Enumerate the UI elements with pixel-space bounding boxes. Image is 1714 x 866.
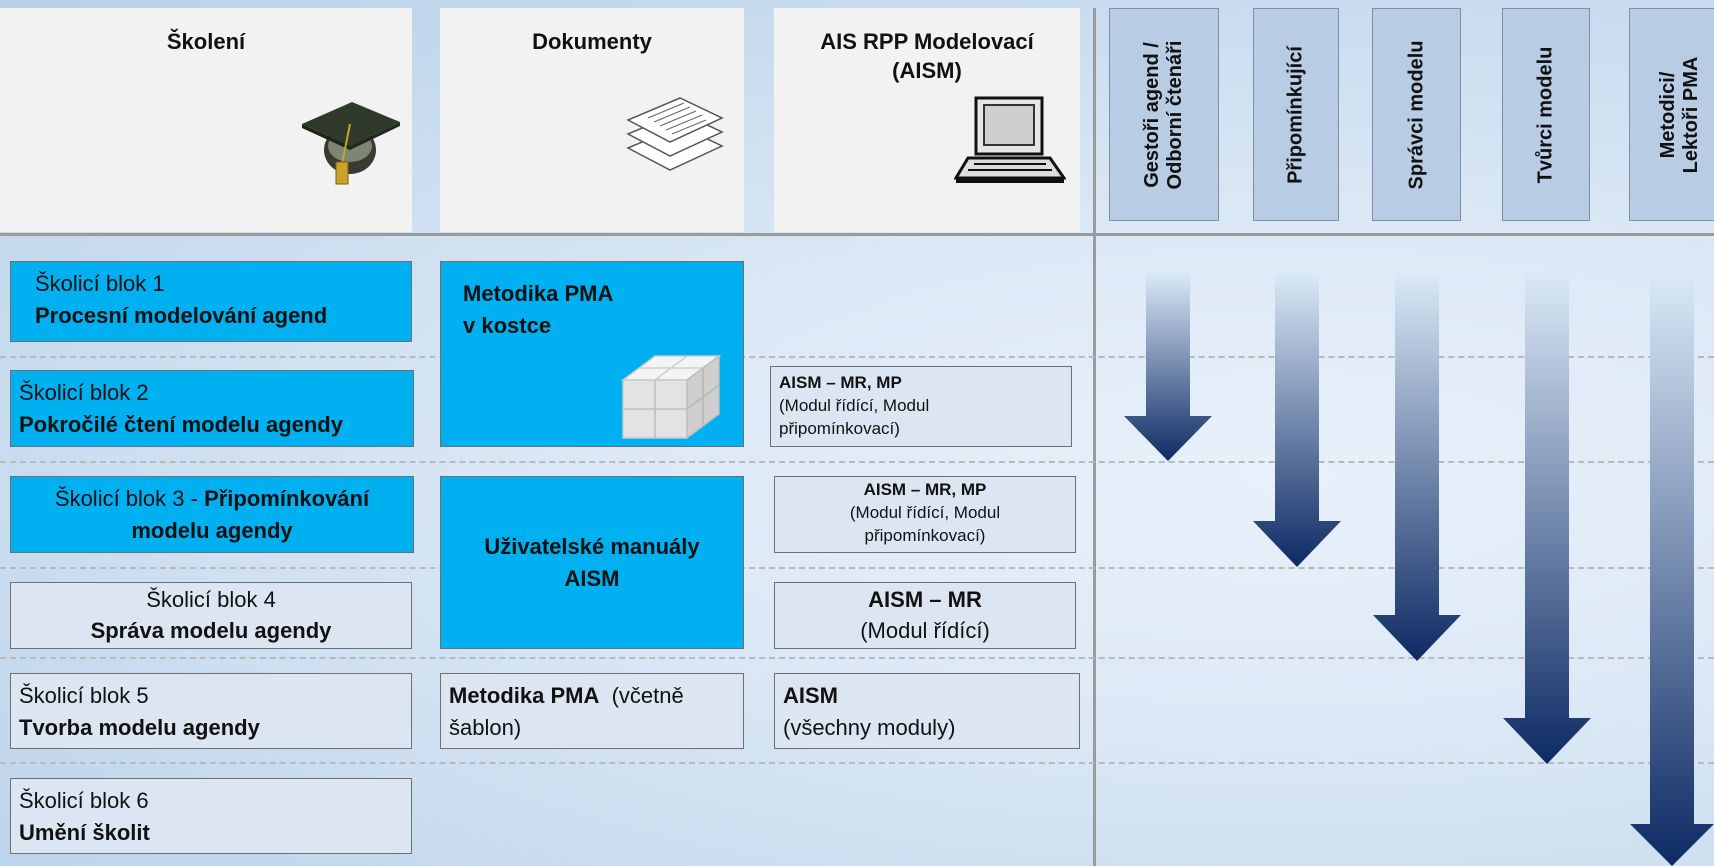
graduation-cap-icon xyxy=(302,102,400,185)
header-skoleni: Školení xyxy=(0,8,412,232)
system-title: AISM – MR, MP xyxy=(863,480,987,499)
header-ais-title: AIS RPP Modelovací (AISM) xyxy=(774,28,1080,85)
role-metodici: Metodici/ Lektoři PMA xyxy=(1629,8,1714,221)
document-line2: šablon) xyxy=(449,714,522,740)
header-ais: AIS RPP Modelovací (AISM) xyxy=(774,8,1080,232)
documents-stack-icon xyxy=(626,97,724,171)
arrow-gestori xyxy=(1124,273,1212,461)
header-dokumenty: Dokumenty xyxy=(440,8,744,232)
role-spravci: Správci modelu xyxy=(1372,8,1461,221)
role-gestori-label: Gestoři agend / Odborní čtenáři xyxy=(1141,40,1187,189)
role-gestori-line2: Odborní čtenáři xyxy=(1164,40,1186,189)
training-block-title: Školicí blok 6 xyxy=(19,788,149,813)
training-block-3: Školicí blok 3 - Připomínkování modelu a… xyxy=(10,476,414,553)
row-separator xyxy=(0,657,1714,659)
row-separator xyxy=(0,461,1714,463)
system-aism-mr: AISM – MR (Modul řídící) xyxy=(774,582,1076,649)
header-skoleni-title: Školení xyxy=(166,29,246,54)
system-aism-mr-mp-1: AISM – MR, MP (Modul řídící, Modul připo… xyxy=(770,366,1072,447)
header-divider xyxy=(0,233,1714,236)
system-title: AISM xyxy=(783,683,838,708)
training-block-title: Školicí blok 1 xyxy=(35,271,165,296)
header-ais-line1: AIS RPP Modelovací xyxy=(820,29,1034,54)
training-block-5: Školicí blok 5 Tvorba modelu agendy xyxy=(10,673,412,749)
role-pripominkujici: Připomínkující xyxy=(1253,8,1339,221)
training-block-1: Školicí blok 1 Procesní modelování agend xyxy=(10,261,412,342)
role-metodici-label: Metodici/ Lektoři PMA xyxy=(1657,56,1703,173)
role-tvurci: Tvůrci modelu xyxy=(1502,8,1590,221)
system-title: AISM – MR, MP xyxy=(779,373,902,392)
training-block-6: Školicí blok 6 Umění školit xyxy=(10,778,412,854)
role-metodici-line1: Metodici/ xyxy=(1656,71,1679,158)
system-description: (Modul řídící) xyxy=(860,617,990,643)
training-block-subtitle: Tvorba modelu agendy xyxy=(19,714,260,740)
training-block-title: Školicí blok 2 xyxy=(19,380,149,405)
role-arrows xyxy=(1124,273,1714,866)
header-dokumenty-title: Dokumenty xyxy=(532,29,652,54)
document-uzivatelske-manualy: Uživatelské manuály AISM xyxy=(440,476,744,649)
document-title-line1: Metodika PMA xyxy=(463,281,614,306)
training-block-title: Školicí blok 5 xyxy=(19,683,149,708)
document-title-rest: (včetně xyxy=(611,683,684,708)
system-description-line2: připomínkovací) xyxy=(864,525,986,545)
training-block-subtitle: Procesní modelování agend xyxy=(35,302,328,328)
system-description-line1: (Modul řídící, Modul xyxy=(849,502,1001,522)
laptop-icon xyxy=(954,96,1066,183)
system-description: (všechny moduly) xyxy=(783,714,956,740)
document-title-line2: v kostce xyxy=(463,312,552,338)
row-separator xyxy=(0,356,1714,358)
document-title-bold: Metodika PMA xyxy=(449,683,600,708)
training-block-4: Školicí blok 4 Správa modelu agendy xyxy=(10,582,412,649)
training-block-title: Školicí blok 4 xyxy=(146,587,276,612)
row-separator xyxy=(0,567,1714,569)
arrow-pripominkujici xyxy=(1253,273,1341,567)
training-block-subtitle-part2: modelu agendy xyxy=(131,517,293,543)
document-line1: Metodika PMA (včetně xyxy=(449,680,735,712)
arrow-spravci xyxy=(1373,273,1461,661)
arrow-metodici xyxy=(1630,273,1714,866)
row-separator xyxy=(0,762,1714,764)
training-block-3-line1: Školicí blok 3 - Připomínkování xyxy=(19,483,405,515)
header-ais-line2: (AISM) xyxy=(892,57,962,83)
training-block-title: Školicí blok 3 - xyxy=(54,486,205,511)
training-block-subtitle: Pokročilé čtení modelu agendy xyxy=(19,411,343,437)
role-tvurci-label: Tvůrci modelu xyxy=(1534,46,1557,183)
training-block-subtitle: Správa modelu agendy xyxy=(90,617,332,643)
system-aism-mr-mp-2: AISM – MR, MP (Modul řídící, Modul připo… xyxy=(774,476,1076,553)
cube-icon xyxy=(621,354,721,440)
role-pripominkujici-label: Připomínkující xyxy=(1284,45,1307,184)
document-metodika-kostce: Metodika PMA v kostce xyxy=(440,261,744,447)
vertical-divider xyxy=(1093,8,1096,866)
role-gestori: Gestoři agend / Odborní čtenáři xyxy=(1109,8,1219,221)
role-gestori-line1: Gestoři agend / xyxy=(1141,41,1163,188)
training-block-subtitle: Umění školit xyxy=(19,819,150,845)
system-title: AISM – MR xyxy=(868,587,982,612)
document-title-line2: AISM xyxy=(564,565,620,591)
role-spravci-label: Správci modelu xyxy=(1405,40,1427,189)
document-metodika-sablon: Metodika PMA (včetně šablon) xyxy=(440,673,744,749)
document-title-line1: Uživatelské manuály xyxy=(484,534,700,559)
training-block-2: Školicí blok 2 Pokročilé čtení modelu ag… xyxy=(10,370,414,447)
training-block-subtitle-part1: Připomínkování xyxy=(204,486,370,511)
system-aism-all: AISM (všechny moduly) xyxy=(774,673,1080,749)
arrow-tvurci xyxy=(1503,273,1591,764)
role-metodici-line2: Lektoři PMA xyxy=(1679,56,1702,173)
system-description: (Modul řídící, Modul připomínkovací) xyxy=(779,395,930,438)
